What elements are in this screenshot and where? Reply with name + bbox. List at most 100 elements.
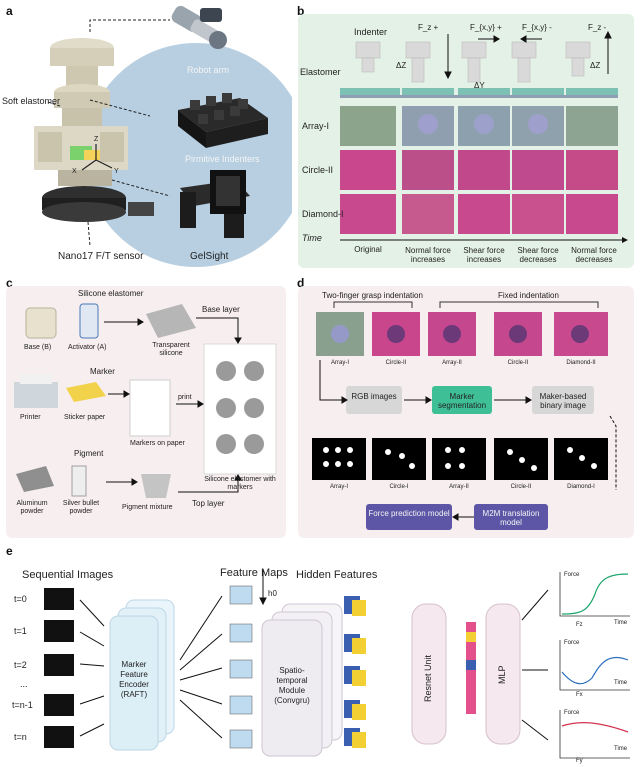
label-silver: Silver bullet powder	[62, 500, 100, 515]
label-sticker: Sticker paper	[64, 414, 106, 421]
label-thumb-top-1: Array-I	[331, 360, 349, 366]
label-m2m: M2M translation model	[482, 509, 540, 527]
label-plot3-sub: Fy	[576, 758, 583, 764]
label-thumb-top-4: Circle-II	[507, 360, 529, 366]
panel-e-letter: e	[6, 544, 13, 558]
label-robot-arm: Robot arm	[187, 65, 230, 75]
label-delta-2: ΔY	[474, 81, 485, 90]
label-force-pred: Force prediction model	[368, 509, 450, 518]
label-row-3: Diamond-I	[302, 209, 344, 219]
sensor-stack-icon	[34, 38, 154, 222]
label-thumb-bottom-2: Circle-I	[389, 484, 409, 490]
panel-b-illustration	[340, 30, 628, 243]
label-thumb-bottom-4: Circle-II	[510, 484, 532, 490]
label-plot1-sub: Fz	[576, 622, 583, 628]
panel-d-illustration	[312, 301, 617, 530]
label-marker-binary: Maker-based binary image	[539, 392, 587, 410]
label-resnet: Resnet Unit	[423, 654, 433, 702]
robot-arm-icon	[171, 5, 227, 49]
label-rgb: RGB images	[351, 392, 397, 401]
label-thumb-top-3: Array-II	[442, 360, 462, 366]
label-axis-x: X	[72, 168, 77, 175]
label-silicone: Silicone elastomer	[78, 289, 144, 298]
label-encoder: Marker Feature Encoder (RAFT)	[119, 660, 149, 699]
label-t0: t=0	[14, 594, 27, 604]
label-thumb-bottom-1: Array-I	[330, 484, 348, 490]
label-col-3: Shear force increases	[463, 246, 505, 264]
label-markers-on-paper: Markers on paper	[130, 440, 185, 447]
sample-images	[340, 106, 618, 234]
label-seq-images: Sequential Images	[22, 569, 114, 581]
label-force-3: F_{x,y} -	[522, 23, 552, 32]
label-force-4: F_z -	[588, 23, 607, 32]
label-tdots: ...	[20, 679, 28, 689]
label-aluminum: Aluminum powder	[16, 500, 48, 515]
label-marker-seg: Marker segmentation	[437, 392, 487, 410]
panel-c-letter: c	[6, 276, 13, 290]
panel-e-illustration	[44, 570, 630, 759]
label-marker: Marker	[90, 367, 115, 376]
label-row-1: Array-I	[302, 121, 329, 131]
label-t2: t=2	[14, 660, 27, 670]
label-delta-3: ΔZ	[590, 61, 601, 70]
label-mlp: MLP	[497, 665, 507, 684]
label-col-2: Normal force increases	[405, 246, 451, 264]
plot-fy-line	[561, 722, 629, 733]
label-printer: Printer	[20, 414, 41, 421]
label-activator: Activator (A)	[68, 344, 107, 351]
panel-a: Robot arm Soft elastomer Pirmitive Inden…	[0, 0, 308, 275]
label-feature-maps: Feature Maps	[220, 567, 288, 579]
label-col-4: Shear force decreases	[517, 246, 559, 264]
plot-fx-line	[561, 656, 629, 685]
plot-fz-line	[561, 573, 629, 615]
label-t1: t=1	[14, 626, 27, 636]
panel-e: Sequential Images Feature Maps Hidden Fe…	[0, 560, 640, 767]
label-pigment: Pigment	[74, 449, 104, 458]
label-plot2-y: Force	[564, 640, 580, 646]
axes-icon	[81, 144, 113, 171]
gelsight-icon	[180, 170, 250, 238]
label-soft-elastomer: Soft elastomer	[2, 96, 61, 106]
label-primitive-indenters: Pirmitive Indenters	[185, 154, 260, 164]
label-thumb-bottom-3: Array-II	[449, 484, 469, 490]
elastomer-strips	[340, 88, 618, 98]
panel-a-illustration	[34, 5, 308, 267]
label-col-5: Normal force decreases	[571, 246, 617, 264]
indenters-icon	[178, 93, 268, 148]
label-top-layer: Top layer	[192, 499, 225, 508]
label-pigment-mixture: Pigment mixture	[122, 504, 173, 511]
panel-d: Two-finger grasp indentation Fixed inden…	[298, 286, 634, 538]
panel-d-letter: d	[297, 276, 305, 290]
label-axis-z: Z	[94, 136, 99, 143]
label-thumb-bottom-5: Diamond-I	[567, 484, 595, 490]
label-elastomer: Elastomer	[300, 67, 341, 77]
panel-b: Indenter Elastomer F_z + F_{x,y} + F_{x,…	[298, 14, 634, 268]
panel-b-letter: b	[297, 4, 305, 18]
label-tn: t=n	[14, 732, 27, 742]
label-tn-1: t=n-1	[12, 700, 33, 710]
label-print: print	[178, 394, 192, 401]
label-force-2: F_{x,y} +	[470, 23, 502, 32]
panel-a-letter: a	[6, 4, 13, 18]
label-plot2-sub: Fx	[576, 692, 583, 698]
label-fixed: Fixed indentation	[498, 291, 559, 300]
label-plot2-x: Time	[614, 680, 628, 686]
label-indenter: Indenter	[354, 27, 388, 37]
label-thumb-top-2: Circle-II	[385, 360, 407, 366]
mini-plots	[559, 572, 630, 759]
label-silicone-with-markers: Silicone elastomer with markers	[204, 476, 276, 491]
label-plot1-x: Time	[614, 620, 628, 626]
label-hidden-features: Hidden Features	[296, 569, 378, 581]
label-plot1-y: Force	[564, 572, 580, 578]
label-two-finger: Two-finger grasp indentation	[322, 291, 423, 300]
label-plot3-y: Force	[564, 710, 580, 716]
label-sensor: Nano17 F/T sensor	[58, 251, 144, 262]
label-transparent: Transparent silicone	[152, 342, 190, 357]
label-base: Base (B)	[24, 344, 52, 351]
label-base-layer: Base layer	[202, 305, 240, 314]
label-delta-1: ΔZ	[396, 61, 407, 70]
panel-c-illustration	[14, 303, 277, 498]
label-h0: h0	[268, 589, 277, 598]
label-force-1: F_z +	[418, 23, 439, 32]
label-col-1: Original	[354, 245, 382, 254]
